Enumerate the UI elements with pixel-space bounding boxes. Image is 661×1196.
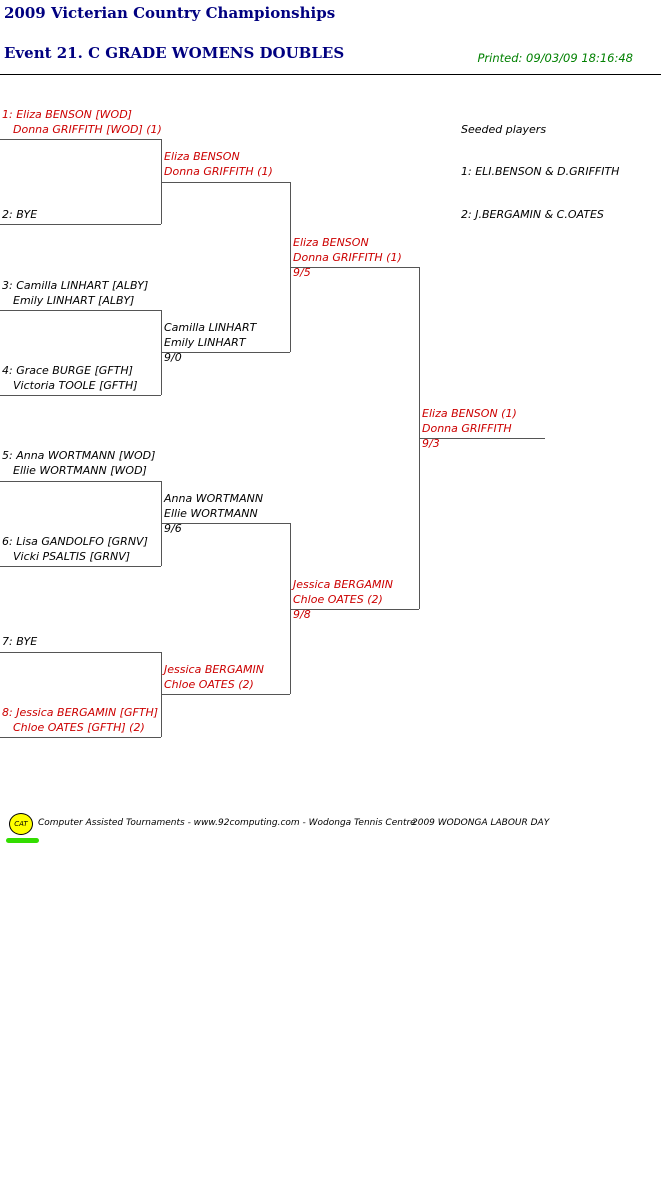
r2-entry-2-line2: Emily LINHART [164,336,246,349]
r2-entry-3-line1: Anna WORTMANN [164,492,264,505]
r2-entry-3-score: 9/6 [164,522,182,535]
r2-entry-1-line2: Donna GRIFFITH (1) [164,165,273,178]
r1-entry-5-line2: Ellie WORTMANN [WOD] [13,464,147,477]
footer-event: 2009 WODONGA LABOUR DAY [412,818,550,828]
winner-line1: Eliza BENSON (1) [422,407,517,420]
r2-line-3 [161,523,290,524]
winner-line [419,438,545,439]
sf-line-2 [290,609,419,610]
r2-entry-4-line2: Chloe OATES (2) [164,678,254,691]
winner-line2: Donna GRIFFITH [422,422,512,435]
sf-entry-1-line2: Donna GRIFFITH (1) [293,251,402,264]
winner-score: 9/3 [422,437,440,450]
r2-entry-1-line1: Eliza BENSON [164,150,240,163]
r1-bracket-a [161,139,162,224]
r1-line-2 [0,224,161,225]
r2-line-1 [161,182,290,183]
r1-entry-3-line2: Emily LINHART [ALBY] [13,294,135,307]
event-title: Event 21. C GRADE WOMENS DOUBLES [4,44,345,62]
seeds-heading: Seeded players [461,123,547,136]
r1-entry-4-line2: Victoria TOOLE [GFTH] [13,379,138,392]
r2-bracket-b [290,523,291,694]
r2-entry-4-line1: Jessica BERGAMIN [164,663,264,676]
r1-entry-4-line1: 4: Grace BURGE [GFTH] [2,364,133,377]
sf-entry-1-line1: Eliza BENSON [293,236,369,249]
r1-entry-1-line1: 1: Eliza BENSON [WOD] [2,108,132,121]
printed-timestamp: Printed: 09/03/09 18:16:48 [477,51,633,65]
seed-2: 2: J.BERGAMIN & C.OATES [461,208,604,221]
header-divider [0,74,661,75]
footer-credits: Computer Assisted Tournaments - www.92co… [38,818,416,828]
r1-line-6 [0,566,161,567]
r1-line-8 [0,737,161,738]
r1-line-7 [0,652,161,653]
r1-line-1 [0,139,161,140]
r1-entry-3-line1: 3: Camilla LINHART [ALBY] [2,279,149,292]
r1-line-5 [0,481,161,482]
r2-line-4 [161,694,290,695]
r1-entry-6-line1: 6: Lisa GANDOLFO [GRNV] [2,535,148,548]
championship-title: 2009 Victerian Country Championships [4,4,336,22]
r2-entry-3-line2: Ellie WORTMANN [164,507,258,520]
r1-line-4 [0,395,161,396]
r1-line-3 [0,310,161,311]
sf-entry-1-score: 9/5 [293,266,311,279]
r2-line-2 [161,352,290,353]
seed-1: 1: ELI.BENSON & D.GRIFFITH [461,165,620,178]
sf-entry-2-line2: Chloe OATES (2) [293,593,383,606]
r2-entry-2-score: 9/0 [164,351,182,364]
logo-underline [6,838,39,843]
r1-entry-8-line1: 8: Jessica BERGAMIN [GFTH] [2,706,159,719]
sf-entry-2-line1: Jessica BERGAMIN [293,578,393,591]
r1-entry-5-line1: 5: Anna WORTMANN [WOD] [2,449,156,462]
r1-entry-6-line2: Vicki PSALTIS [GRNV] [13,550,131,563]
sf-line-1 [290,267,419,268]
sf-entry-2-score: 9/8 [293,608,311,621]
r1-entry-1-line2: Donna GRIFFITH [WOD] (1) [13,123,162,136]
r1-entry-8-line2: Chloe OATES [GFTH] (2) [13,721,145,734]
r1-entry-7-line1: 7: BYE [2,635,38,648]
r2-entry-2-line1: Camilla LINHART [164,321,257,334]
r1-entry-2-line1: 2: BYE [2,208,38,221]
cat-logo: CAT [9,813,33,835]
